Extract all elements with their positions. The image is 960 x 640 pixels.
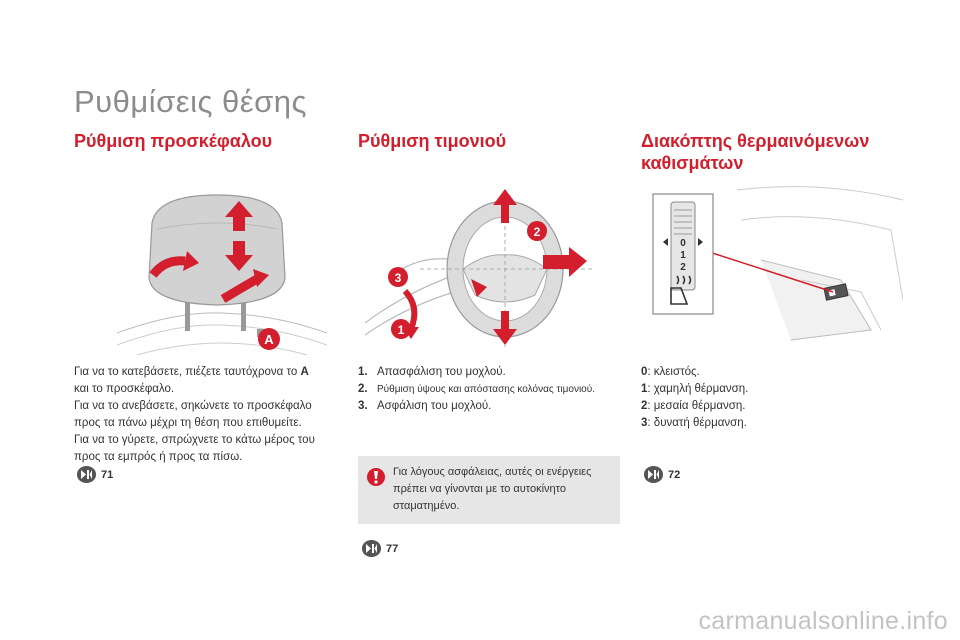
steering-label-2: 2 bbox=[534, 225, 541, 239]
watermark: carmanualsonline.info bbox=[698, 607, 948, 635]
headrest-line-3: Για να το ανεβάσετε, σηκώνετε το προσκέφ… bbox=[74, 400, 312, 412]
headrest-line-2: και το προσκέφαλο. bbox=[74, 383, 175, 395]
steering-section-title: Ρύθμιση τιμονιού bbox=[358, 131, 507, 151]
page-reference-icon bbox=[362, 540, 381, 557]
steering-item-1: 1. Απασφάλιση του μοχλού. bbox=[358, 366, 506, 378]
steering-item-2: 2. Ρύθμιση ύψους και απόστασης κολόνας τ… bbox=[358, 383, 595, 395]
heated-seats-title-line1: Διακόπτης θερμαινόμενων bbox=[641, 131, 870, 151]
headrest-line-6: προς τα εμπρός ή προς τα πίσω. bbox=[74, 451, 243, 463]
steering-section: Ρύθμιση τιμονιού bbox=[358, 130, 623, 152]
steering-label-1: 1 bbox=[398, 323, 405, 337]
heated-level-2: 2: μεσαία θέρμανση. bbox=[641, 400, 746, 412]
heated-level-3: 3: δυνατή θέρμανση. bbox=[641, 417, 747, 429]
page-reference-icon bbox=[77, 466, 96, 483]
headrest-figure-label: A bbox=[264, 332, 274, 347]
steering-instructions: 1. Απασφάλιση του μοχλού. 2. Ρύθμιση ύψο… bbox=[358, 364, 626, 415]
dial-label-0: 0 bbox=[680, 238, 686, 249]
page-reference-icon bbox=[644, 466, 663, 483]
heated-seats-title-line2: καθισμάτων bbox=[641, 153, 744, 173]
heated-seats-levels: 0: κλειστός. 1: χαμηλή θέρμανση. 2: μεσα… bbox=[641, 364, 841, 432]
heated-seats-page-number: 72 bbox=[668, 468, 681, 481]
warning-icon bbox=[367, 468, 385, 486]
headrest-section: Ρύθμιση προσκέφαλου bbox=[74, 130, 339, 152]
steering-illustration: 2 3 1 bbox=[365, 183, 613, 355]
steering-item-3: 3. Ασφάλιση του μοχλού. bbox=[358, 400, 492, 412]
dial-label-2: 2 bbox=[680, 262, 686, 273]
page-title: Ρυθμίσεις θέσης bbox=[74, 84, 307, 119]
seat-heater-icon bbox=[670, 275, 692, 305]
headrest-line-4: προς τα πάνω μέχρι τη θέση που επιθυμείτ… bbox=[74, 417, 302, 429]
heated-level-1: 1: χαμηλή θέρμανση. bbox=[641, 383, 749, 395]
headrest-illustration: A bbox=[117, 183, 327, 355]
headrest-instructions: Για να το κατεβάσετε, πιέζετε ταυτόχρονα… bbox=[74, 364, 342, 466]
headrest-section-title: Ρύθμιση προσκέφαλου bbox=[74, 131, 273, 151]
steering-page-number: 77 bbox=[386, 542, 399, 555]
heated-seats-page-ref[interactable]: 72 bbox=[644, 466, 680, 483]
headrest-line-5: Για να το γύρετε, σπρώχνετε το κάτω μέρο… bbox=[74, 434, 315, 446]
heated-seats-section: Διακόπτης θερμαινόμενων καθισμάτων bbox=[641, 130, 911, 174]
steering-label-3: 3 bbox=[395, 271, 402, 285]
steering-page-ref[interactable]: 77 bbox=[362, 540, 398, 557]
dial-label-1: 1 bbox=[680, 250, 686, 261]
safety-warning-box: Για λόγους ασφάλειας, αυτές οι ενέργειες… bbox=[358, 456, 620, 524]
heated-seats-illustration: 0 1 2 bbox=[641, 180, 903, 352]
safety-warning-text: Για λόγους ασφάλειας, αυτές οι ενέργειες… bbox=[393, 466, 592, 512]
headrest-page-ref[interactable]: 71 bbox=[77, 466, 113, 483]
headrest-highlight: A bbox=[300, 366, 309, 378]
headrest-line-1: Για να το κατεβάσετε, πιέζετε ταυτόχρονα… bbox=[74, 366, 301, 378]
heated-level-0: 0: κλειστός. bbox=[641, 366, 700, 378]
headrest-page-number: 71 bbox=[101, 468, 114, 481]
